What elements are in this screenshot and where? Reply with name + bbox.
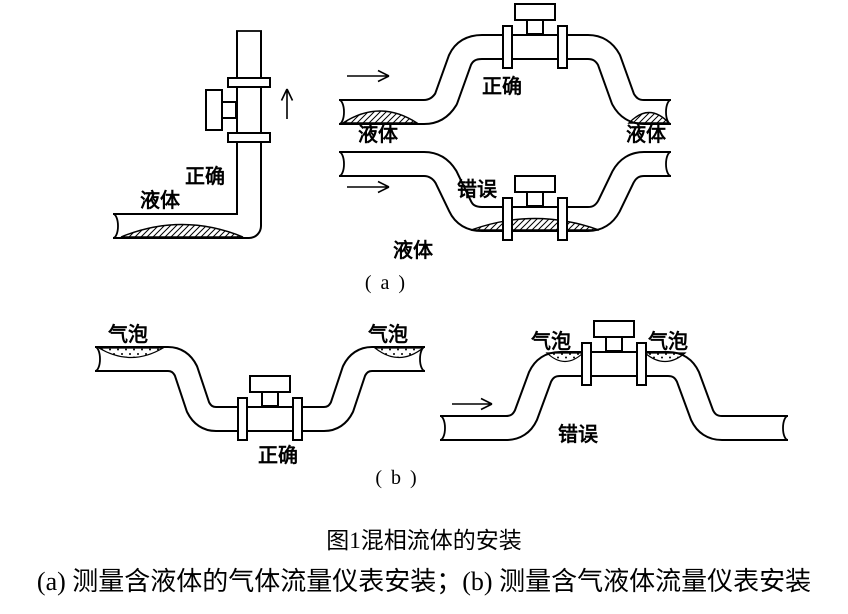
liquid-pool-left <box>340 110 420 124</box>
liquid-pool <box>120 223 244 238</box>
status-label: 错误 <box>457 177 498 201</box>
diagram-a-vertical-correct: 正确 液体 <box>112 30 294 239</box>
pipe-bore <box>339 36 671 123</box>
pipe-bore <box>113 31 260 237</box>
pipe-mouth-right <box>665 151 672 177</box>
bubble-label-left: 气泡 <box>107 322 148 346</box>
pipe-mouth-left <box>338 151 345 177</box>
pipe-bore <box>95 348 425 430</box>
bubble-label-right: 气泡 <box>647 329 688 353</box>
status-label: 错误 <box>558 422 599 446</box>
pipe-outline <box>113 31 262 239</box>
flow-arrow-up-icon <box>280 88 294 119</box>
pipe-bore <box>440 353 788 439</box>
flow-arrow-icon <box>347 69 390 83</box>
fluid-label-right: 液体 <box>626 122 667 146</box>
diagram-b-dip-correct: 气泡 气泡 正确 <box>94 322 426 467</box>
status-label: 正确 <box>258 443 298 467</box>
section-b-tag: ( b ) <box>375 467 418 489</box>
caption-legend: (a) 测量含液体的气体流量仪表安装；(b) 测量含气液体流量仪表安装 <box>37 567 811 596</box>
fluid-label: 液体 <box>140 188 181 212</box>
fluid-label: 液体 <box>393 238 434 262</box>
diagram-a-overrun-correct: 正确 液体 液体 <box>338 3 672 146</box>
pipe-mouth-right <box>665 99 672 125</box>
flow-arrow-icon <box>452 397 493 411</box>
diagram-a-underrun-wrong: 错误 液体 <box>338 151 672 262</box>
pipe-mouth-right <box>782 415 789 441</box>
pipe-mouth-left <box>439 415 446 441</box>
fluid-label-left: 液体 <box>358 122 399 146</box>
status-label: 正确 <box>482 74 522 98</box>
bubble-label-left: 气泡 <box>530 329 571 353</box>
pipe-mouth-left <box>338 99 345 125</box>
pipe-mouth-right <box>419 346 426 372</box>
diagram-b-hump-wrong: 气泡 气泡 错误 <box>439 320 789 446</box>
bubble-label-right: 气泡 <box>367 322 408 346</box>
caption-title: 图1混相流体的安装 <box>326 528 522 553</box>
section-a-tag: ( a ) <box>365 272 407 294</box>
pipe-mouth-left <box>94 346 101 372</box>
pipe-mouth <box>112 213 119 239</box>
bubble-pocket-right <box>643 352 687 363</box>
bubble-pocket-left <box>96 347 166 358</box>
status-label: 正确 <box>185 164 225 188</box>
flow-arrow-icon <box>347 180 390 194</box>
